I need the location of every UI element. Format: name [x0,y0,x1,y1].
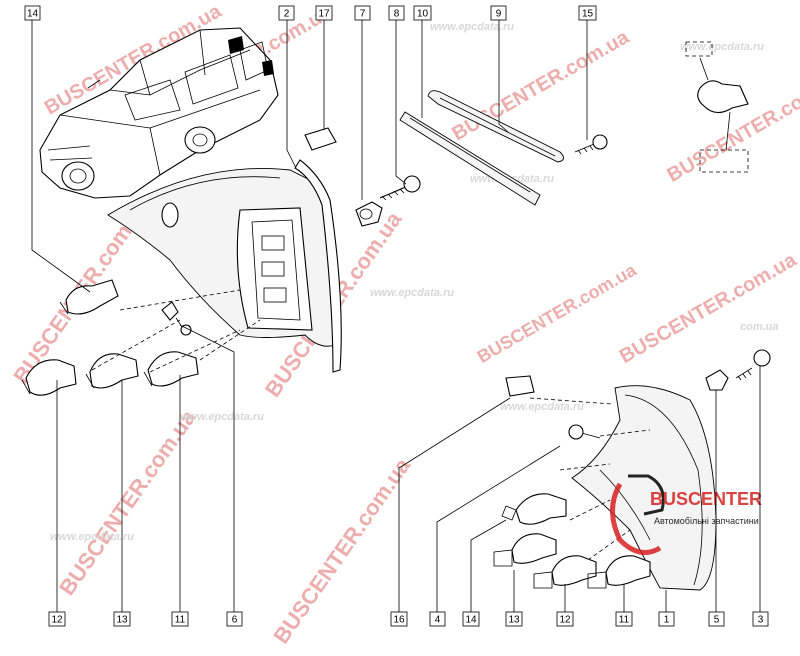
grommet [705,369,729,391]
svg-text:12: 12 [559,615,571,626]
watermark-brand: BUSCENTER.com.ua [474,259,641,367]
svg-text:11: 11 [175,615,186,626]
svg-text:10: 10 [417,9,429,20]
clip [304,127,337,151]
callout-11: 11 [615,611,633,627]
svg-text:2: 2 [284,9,290,20]
callout-17: 17 [315,5,333,21]
watermark-site: www.epcdata.ru [370,287,454,299]
svg-text:7: 7 [360,9,366,20]
bulb [21,359,77,396]
bulb [143,351,199,387]
svg-text:13: 13 [508,615,520,626]
callout-12: 12 [556,611,574,627]
bulb-with-socket [501,493,567,525]
svg-text:8: 8 [394,9,400,20]
buscenter-logo: BUSCENTER Автомобільні запчастини [610,474,762,555]
svg-text:4: 4 [435,615,441,626]
callout-group-top: 14 2 17 7 8 10 9 15 [24,5,597,21]
svg-text:12: 12 [51,615,63,626]
callout-9: 9 [490,5,507,21]
clip [505,375,535,397]
bulb [85,353,139,389]
callout-11: 11 [171,611,189,627]
leader-lines [31,20,761,612]
callout-13: 13 [505,611,523,627]
screw [379,175,421,201]
tail-lamp-left [107,159,342,373]
svg-text:1: 1 [664,615,670,626]
bulb [59,279,119,315]
svg-text:11: 11 [619,615,630,626]
svg-text:5: 5 [714,615,720,626]
grommet [355,201,383,227]
watermark-brand: BUSCENTER.com.ua [54,405,201,600]
watermark-site: www.epcdata.ru [180,411,264,423]
callout-8: 8 [388,5,405,21]
callout-16: 16 [390,611,408,627]
svg-text:3: 3 [758,615,764,626]
svg-text:14: 14 [27,9,39,20]
callout-2: 2 [278,5,295,21]
svg-text:13: 13 [116,615,128,626]
callout-14: 14 [462,611,480,627]
callout-5: 5 [708,611,725,627]
watermark-brand: BUSCENTER.com.ua [616,248,800,368]
callout-14: 14 [24,5,41,21]
watermark-site: com.ua [740,321,779,333]
reflector-strip [399,111,541,206]
svg-text:15: 15 [582,9,594,20]
callout-3: 3 [752,611,769,627]
bulb-with-socket [587,555,651,589]
callout-7: 7 [354,5,371,21]
tail-lamp-right [571,385,717,591]
watermark-site: www.epcdata.ru [680,41,764,53]
logo-name: BUSCENTER [650,489,762,509]
lens-strip [427,90,564,163]
watermark-site: www.epcdata.ru [50,531,134,543]
screw [735,349,771,381]
watermark-site: www.epcdata.ru [500,401,584,413]
bulb-with-socket [685,41,749,173]
svg-text:6: 6 [232,615,238,626]
screw [574,134,608,155]
callout-15: 15 [578,5,597,21]
callout-1: 1 [658,611,675,627]
logo-tagline: Автомобільні запчастини [654,516,759,526]
watermark-brand: BUSCENTER.com.ua [449,26,634,146]
bulb-holder [161,301,192,336]
bulb-with-socket [533,555,597,589]
callout-group-bottom: 12 13 11 6 16 4 14 13 [48,611,769,627]
callout-12: 12 [48,611,66,627]
bulb-with-socket [493,533,557,567]
svg-text:16: 16 [393,615,405,626]
screw [568,424,601,440]
callout-10: 10 [413,5,432,21]
svg-text:9: 9 [496,9,502,20]
callout-13: 13 [113,611,131,627]
car-illustration [39,27,279,199]
callout-6: 6 [226,611,243,627]
svg-text:14: 14 [465,615,477,626]
svg-text:17: 17 [318,9,330,20]
watermark-site: www.epcdata.ru [430,21,514,33]
callout-4: 4 [429,611,446,627]
